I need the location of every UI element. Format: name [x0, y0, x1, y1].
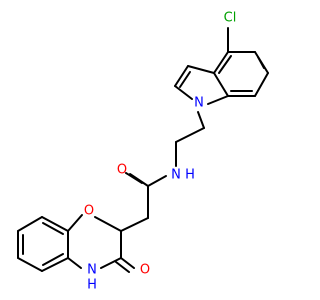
bonds — [17, 27, 269, 273]
bond — [100, 257, 122, 269]
lactam-nitrogen-label: N — [87, 263, 97, 278]
bond — [94, 216, 122, 232]
atom-labels: Cl N N H O O N H O — [84, 11, 236, 293]
molecule-drawing: Cl N N H O O N H O — [17, 11, 269, 293]
lactam-hydrogen-label: H — [87, 278, 97, 293]
bond — [41, 257, 69, 272]
bond — [174, 85, 193, 100]
bond — [213, 51, 229, 74]
bond — [207, 95, 229, 105]
bond — [120, 217, 149, 232]
ring-oxygen-label: O — [84, 204, 94, 219]
bond — [17, 216, 43, 232]
bond — [147, 175, 167, 187]
bond — [175, 127, 205, 143]
bond — [174, 65, 189, 87]
bond — [42, 253, 64, 266]
lactam-oxygen-label: O — [140, 263, 150, 278]
structure-canvas: Cl N N H O O N H O — [17, 11, 269, 293]
amide-nitrogen-label: N — [171, 168, 181, 183]
bond — [17, 257, 43, 272]
bond — [42, 222, 64, 235]
amide-hydrogen-label: H — [185, 168, 195, 183]
chlorine-label: Cl — [224, 11, 237, 26]
bond — [213, 72, 229, 97]
bond — [115, 261, 130, 273]
bond — [187, 65, 215, 74]
bond — [67, 214, 83, 232]
bond — [67, 257, 82, 269]
bond — [179, 71, 191, 88]
bond — [120, 257, 135, 269]
amide-oxygen-label: O — [117, 163, 127, 178]
bond — [41, 216, 69, 232]
bond — [197, 111, 205, 129]
indole-nitrogen-label: N — [194, 96, 204, 111]
bond — [257, 56, 265, 69]
bond — [218, 55, 232, 74]
bond — [125, 172, 143, 184]
bond — [254, 72, 269, 97]
